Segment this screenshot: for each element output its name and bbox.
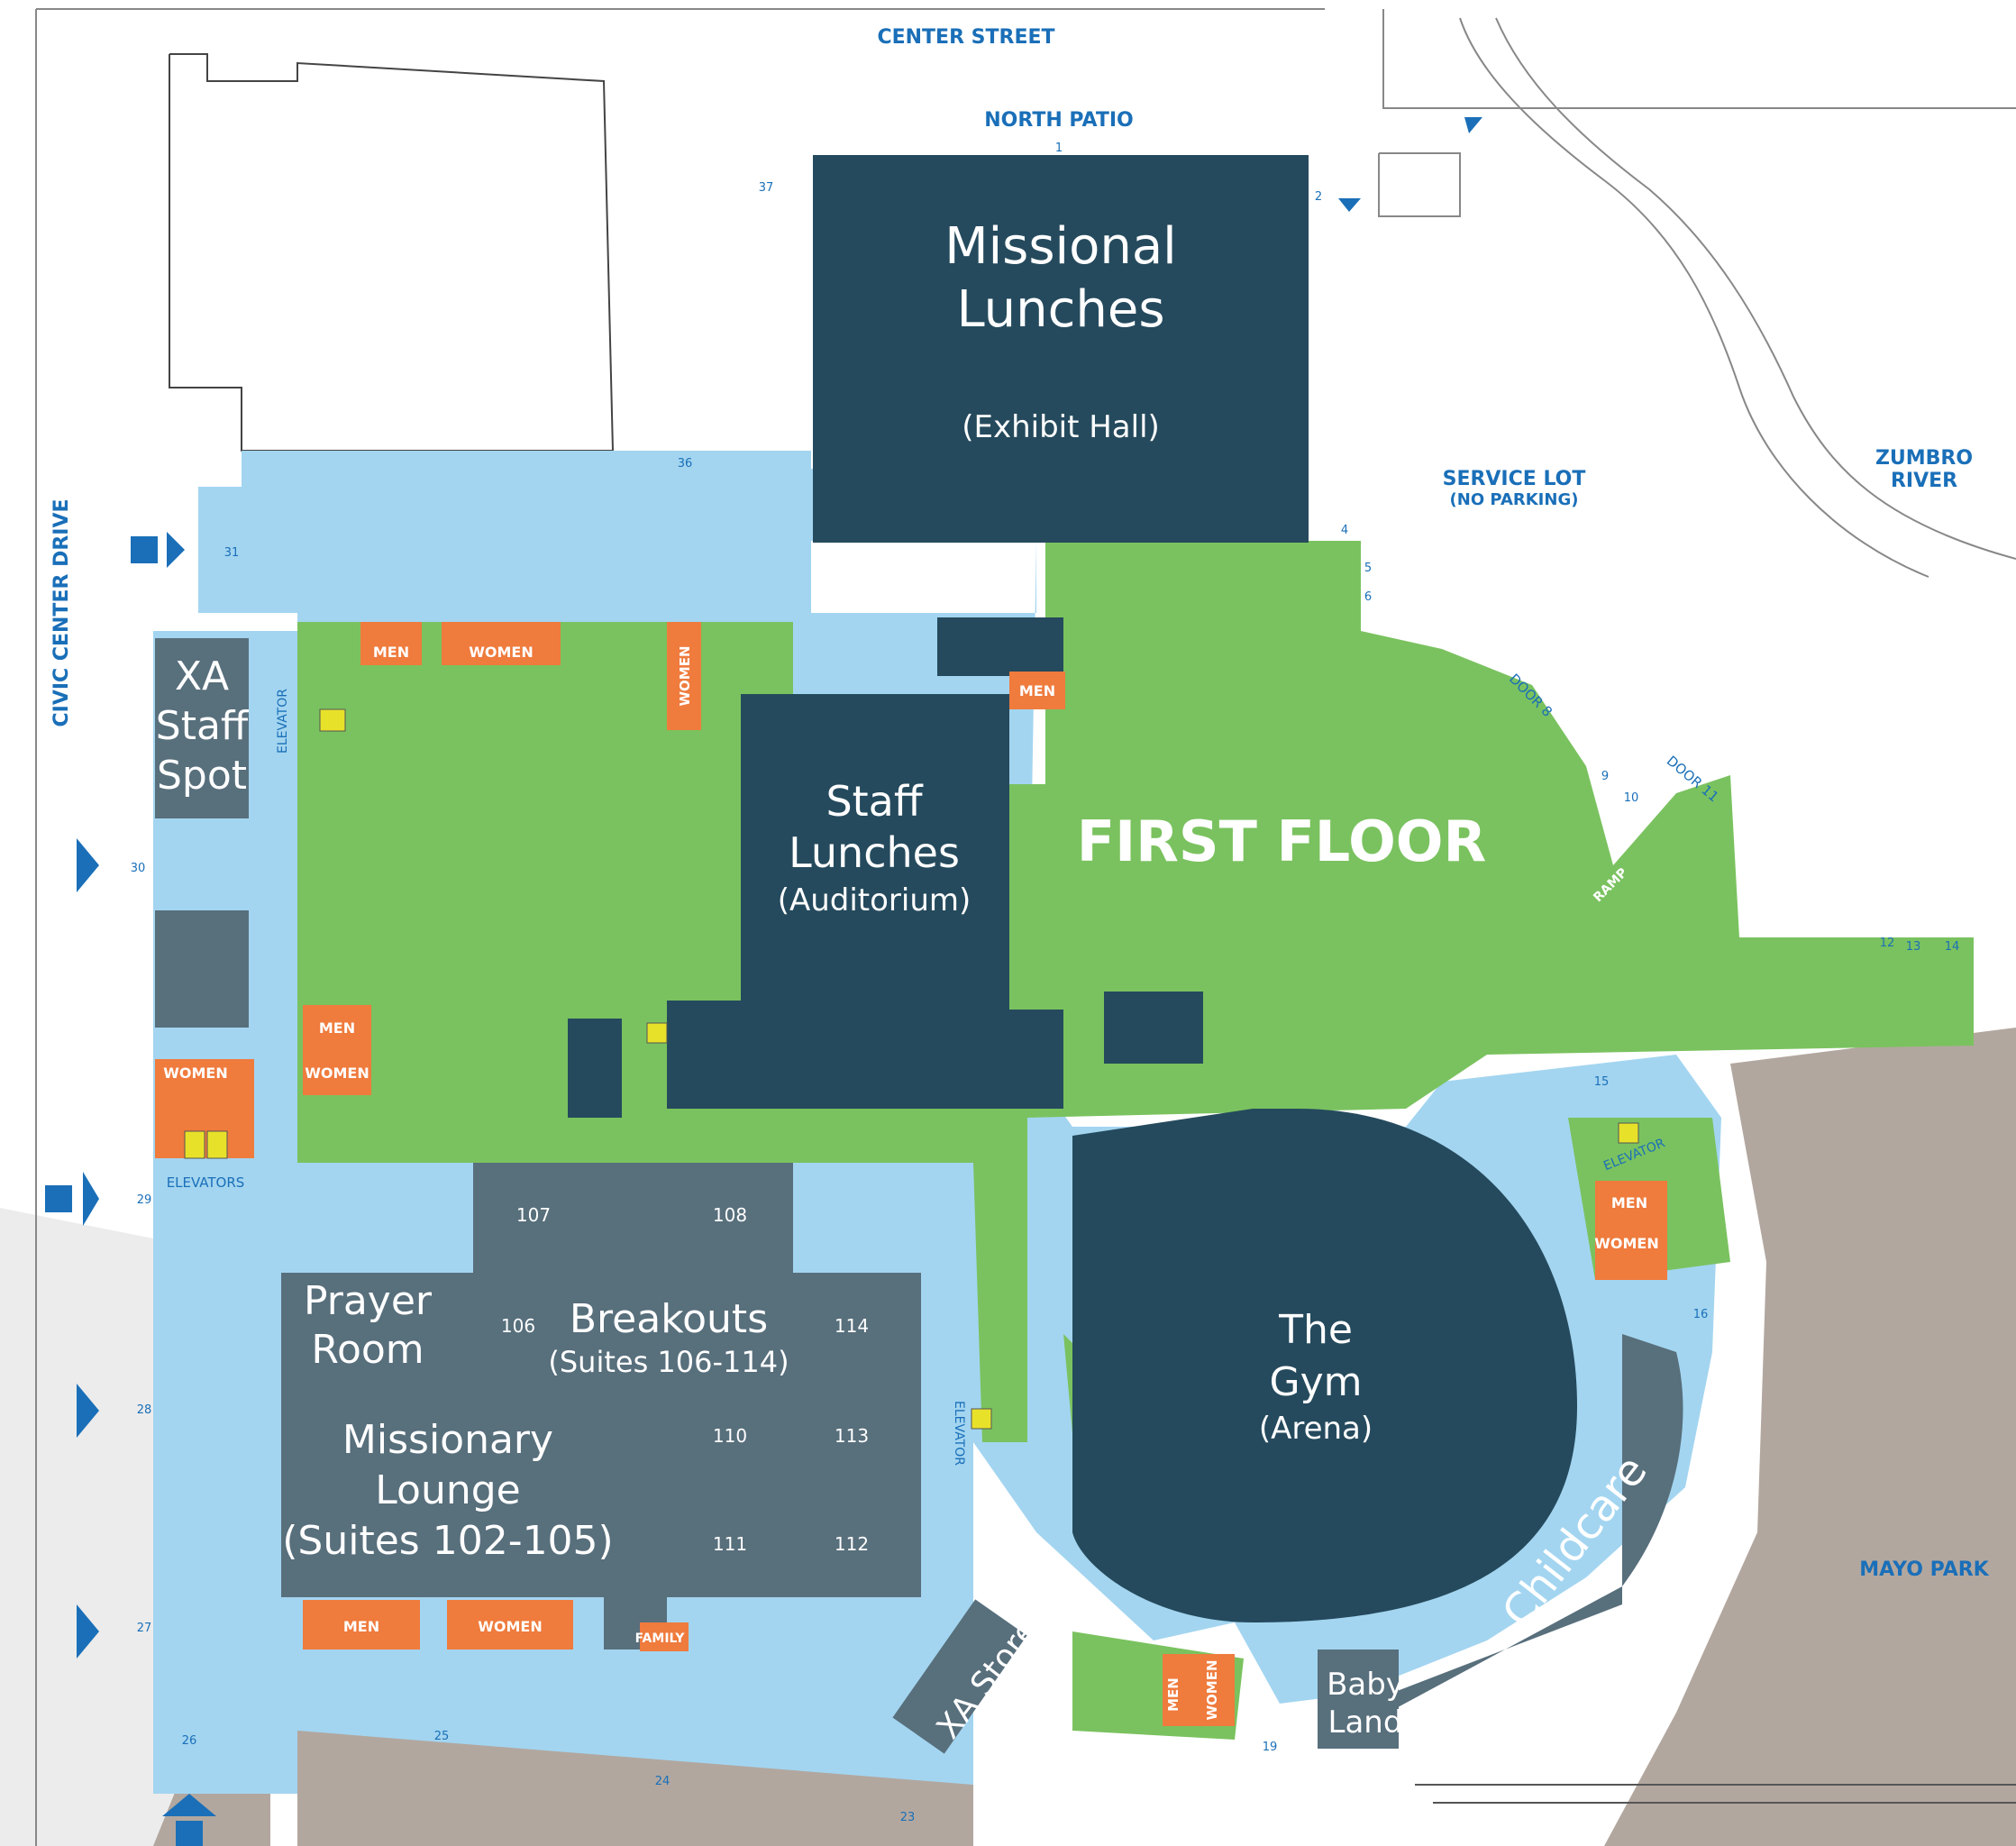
- arena-subtitle: (Arena): [1259, 1411, 1373, 1447]
- door-23: 23: [900, 1811, 916, 1824]
- service-lot-note: (NO PARKING): [1450, 490, 1579, 509]
- floor-label: FIRST FLOOR: [1077, 809, 1487, 874]
- elevators-label: ELEVATORS: [167, 1174, 245, 1191]
- door-29: 29: [137, 1193, 152, 1207]
- center-street-label: CENTER STREET: [877, 26, 1054, 49]
- auditorium-subtitle: (Auditorium): [778, 882, 972, 918]
- restroom-men-2: MEN: [1019, 682, 1055, 699]
- door-15: 15: [1594, 1075, 1610, 1089]
- breakouts-title: Breakouts: [570, 1296, 768, 1342]
- missionary-lounge-1: Missionary: [342, 1417, 553, 1463]
- restroom-family: FAMILY: [635, 1631, 686, 1646]
- door-4: 4: [1341, 524, 1348, 537]
- exhibit-hall: [813, 155, 1309, 543]
- baby-land-2: Land: [1328, 1704, 1403, 1741]
- auditorium: [667, 694, 1063, 1109]
- door-25: 25: [434, 1730, 450, 1743]
- restroom-women-6: WOMEN: [1594, 1235, 1659, 1252]
- door-27: 27: [137, 1622, 152, 1635]
- event-rooms: [568, 155, 1577, 1622]
- staff-lunches-title-2: Lunches: [789, 828, 960, 877]
- small-block: [1104, 992, 1203, 1064]
- door-16: 16: [1693, 1308, 1709, 1321]
- zumbro-river-label-1: ZUMBRO: [1875, 447, 1973, 470]
- accessible-entrance-icon: [45, 532, 216, 1846]
- exhibit-hall-subtitle: (Exhibit Hall): [962, 409, 1160, 445]
- north-patio-label: NORTH PATIO: [984, 109, 1133, 132]
- door-5: 5: [1364, 562, 1372, 575]
- suite-112: 112: [835, 1533, 869, 1555]
- elevator-label-1: ELEVATOR: [276, 689, 290, 754]
- suite-107: 107: [516, 1204, 551, 1226]
- elevator-label-2: ELEVATOR: [952, 1401, 966, 1466]
- xa-staff-spot-3: Spot: [157, 753, 247, 799]
- door-19: 19: [1263, 1741, 1278, 1754]
- restroom-men-4: MEN: [343, 1618, 379, 1635]
- elevator-icon: [184, 708, 1639, 1430]
- restroom-men-3: MEN: [319, 1019, 355, 1037]
- restroom-women-3: WOMEN: [305, 1065, 369, 1082]
- xa-staff-spot-2: Staff: [156, 703, 250, 749]
- door-24: 24: [655, 1775, 670, 1788]
- suite-106: 106: [501, 1315, 535, 1337]
- suite-rooms: [155, 638, 1683, 1754]
- auditorium-side: [568, 1019, 622, 1118]
- restroom-women-7: WOMEN: [1204, 1659, 1220, 1720]
- suite-110: 110: [713, 1425, 747, 1447]
- door-36: 36: [678, 457, 693, 471]
- suite-113: 113: [835, 1425, 869, 1447]
- xa-staff-spot-room: [155, 638, 249, 818]
- restroom-men-6: MEN: [1165, 1677, 1181, 1712]
- service-lot-label: SERVICE LOT: [1443, 468, 1586, 490]
- restrooms: [155, 622, 1667, 1726]
- restroom-women-2: WOMEN: [677, 645, 693, 706]
- door-31: 31: [224, 546, 240, 560]
- prayer-room-2: Room: [311, 1327, 424, 1373]
- baby-land-1: Baby: [1327, 1667, 1404, 1703]
- suite-108: 108: [713, 1204, 747, 1226]
- missional-lunches-title-1: Missional: [944, 217, 1176, 276]
- missionary-lounge-3: (Suites 102-105): [282, 1518, 613, 1564]
- arena: [1072, 1109, 1577, 1622]
- site-lines: [35, 8, 2016, 1846]
- restroom-women-4: WOMEN: [163, 1065, 228, 1082]
- zumbro-river-label-2: RIVER: [1891, 470, 1957, 492]
- suite-114: 114: [835, 1315, 869, 1337]
- service-block: [937, 617, 1063, 676]
- door-30: 30: [131, 862, 146, 875]
- door-9: 9: [1601, 770, 1609, 783]
- gym-title-2: Gym: [1270, 1359, 1363, 1405]
- door-1: 1: [1055, 142, 1063, 155]
- prayer-room-1: Prayer: [304, 1278, 433, 1324]
- gym-title-1: The: [1278, 1307, 1353, 1353]
- door-2: 2: [1315, 190, 1322, 204]
- staff-lunches-title-1: Staff: [826, 777, 923, 826]
- restroom-men-1: MEN: [373, 644, 409, 661]
- door-26: 26: [182, 1734, 197, 1748]
- door-12: 12: [1880, 937, 1895, 950]
- xa-staff-spot-1: XA: [175, 653, 229, 699]
- civic-center-drive-label: CIVIC CENTER DRIVE: [50, 498, 73, 727]
- restroom-women-1: WOMEN: [469, 644, 534, 661]
- door-6: 6: [1364, 590, 1372, 604]
- restroom-women-5: WOMEN: [478, 1618, 543, 1635]
- door-14: 14: [1945, 940, 1960, 954]
- breakouts-subtitle: (Suites 106-114): [548, 1345, 789, 1379]
- door-37: 37: [759, 181, 774, 195]
- door-28: 28: [137, 1403, 152, 1417]
- missionary-lounge-2: Lounge: [375, 1467, 520, 1513]
- missional-lunches-title-2: Lunches: [956, 280, 1164, 339]
- restroom-men-5: MEN: [1611, 1194, 1647, 1211]
- door-13: 13: [1906, 940, 1921, 954]
- mayo-park-label: MAYO PARK: [1859, 1558, 1989, 1581]
- entrance-arrow-icon: [77, 117, 1482, 1659]
- door-10: 10: [1624, 791, 1639, 805]
- suite-111: 111: [713, 1533, 747, 1555]
